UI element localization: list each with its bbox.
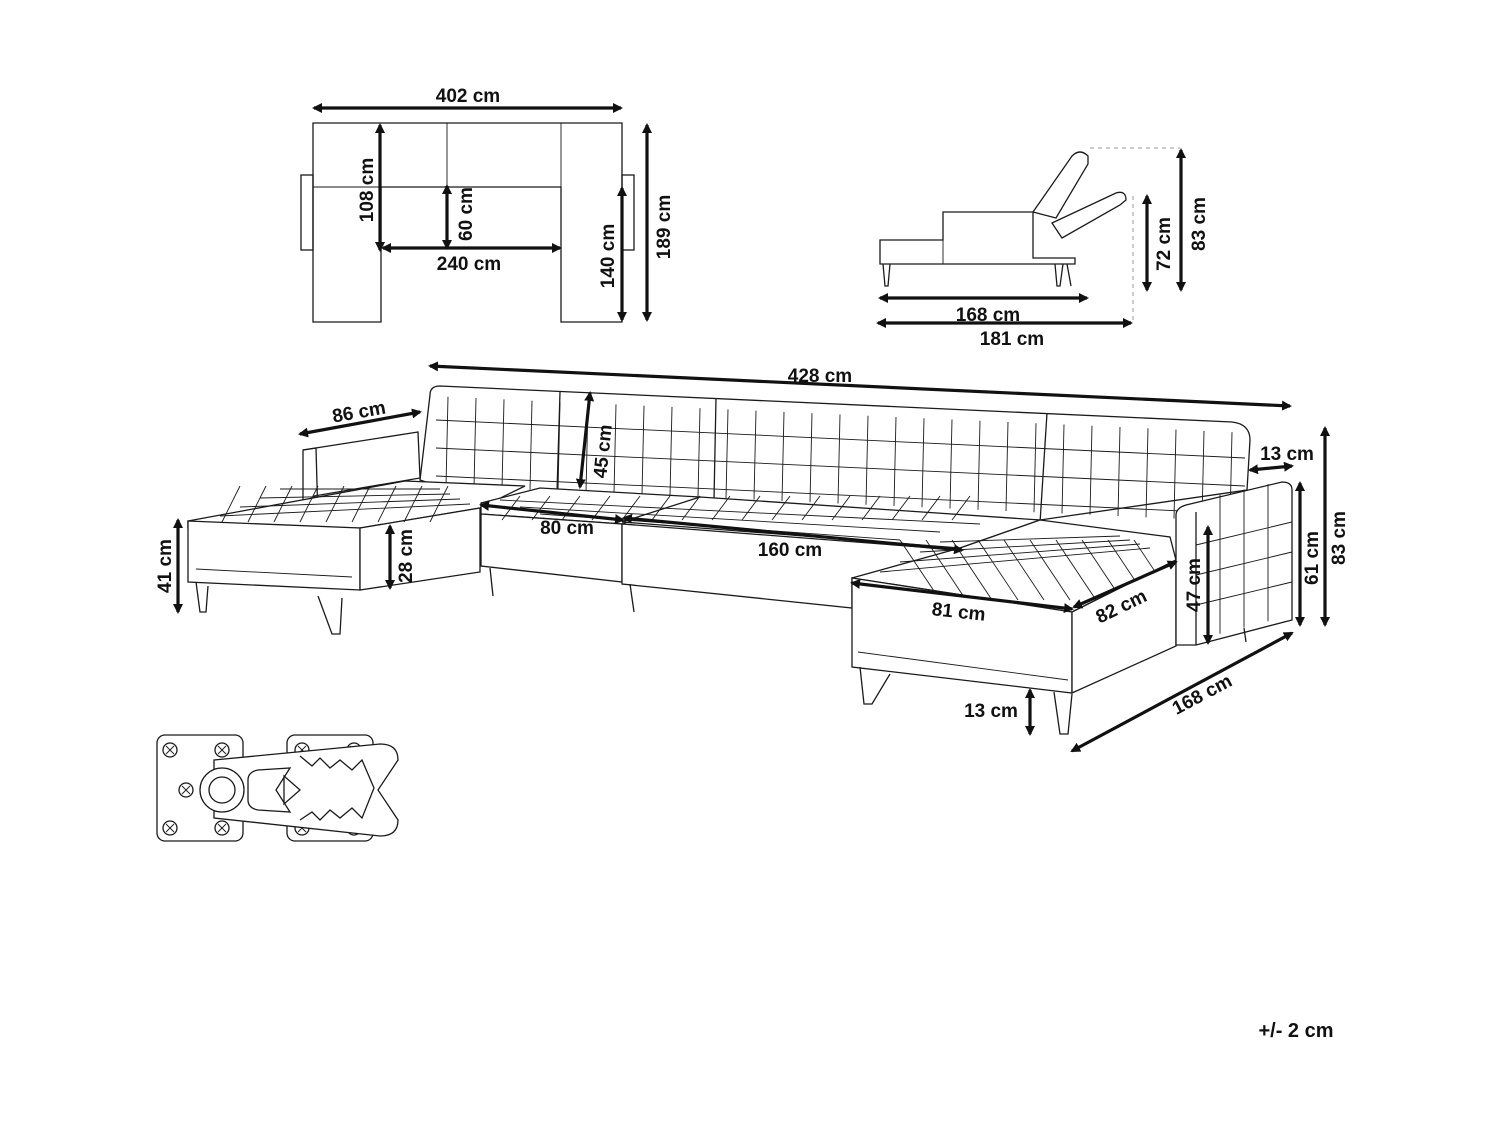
tuft-line <box>221 485 241 523</box>
dim-armrest-depth <box>298 408 422 438</box>
tuft-line <box>435 447 1246 487</box>
label-width-top: 402 cm <box>436 86 500 107</box>
tuft-line <box>865 415 869 505</box>
side-backrest <box>1031 151 1089 219</box>
side-backrest-reclined <box>1051 191 1127 239</box>
tuft-line <box>299 485 319 523</box>
left-chaise-tufting <box>219 485 471 523</box>
tuft-line <box>697 408 701 498</box>
tuft-line <box>377 485 397 523</box>
label-seat-thickness: 28 cm <box>396 529 417 583</box>
label-armrest-width: 13 cm <box>1260 444 1314 465</box>
dim-chaise-length <box>1070 631 1294 753</box>
label-back-depth-top: 60 cm <box>456 187 477 241</box>
screw-slot <box>165 745 175 755</box>
tuft-line <box>473 398 477 488</box>
label-chaise-length: 168 cm <box>1169 671 1236 720</box>
tuft-line <box>1173 429 1177 519</box>
label-height-side: 83 cm <box>1189 197 1210 251</box>
tuft-line <box>435 475 1246 515</box>
dim-back-height <box>575 391 595 489</box>
tuft-line <box>501 399 505 489</box>
label-seat-width: 80 cm <box>540 518 594 539</box>
tuft-line <box>1033 423 1037 513</box>
tuft-line <box>837 414 841 504</box>
tuft-line <box>1061 424 1065 514</box>
tuft-line <box>435 419 1246 459</box>
tuft-line <box>403 485 423 523</box>
tuft-line <box>259 493 451 499</box>
screw-slot <box>217 745 227 755</box>
hinge-detail <box>156 734 399 842</box>
side-view: 83 cm 72 cm 168 cm 181 cm <box>876 147 1210 350</box>
label-inner-width-top: 240 cm <box>437 254 501 275</box>
label-reclined-height-side: 72 cm <box>1154 217 1175 271</box>
tuft-line <box>325 485 345 523</box>
left-chaise-front <box>187 520 361 591</box>
tuft-line <box>613 404 617 494</box>
dim-armrest-width <box>1248 461 1294 475</box>
tuft-line <box>939 535 1121 543</box>
side-seat-outline <box>879 211 1076 265</box>
tuft-line <box>445 396 449 486</box>
tuft-line <box>879 547 1151 573</box>
tuft-line <box>529 400 533 490</box>
tuft-line <box>641 405 645 495</box>
label-depth-top: 189 cm <box>654 195 675 259</box>
label-seat-depth-top: 108 cm <box>357 158 378 222</box>
tuft-line <box>273 485 293 523</box>
tuft-line <box>781 411 785 501</box>
tuft-line <box>725 409 729 499</box>
label-armrest-depth: 86 cm <box>331 398 388 428</box>
tuft-line <box>247 485 267 523</box>
label-armrest-height: 61 cm <box>1302 531 1323 585</box>
tuft-line <box>239 498 461 508</box>
label-reclined-length-side: 181 cm <box>980 329 1044 350</box>
label-total-width: 428 cm <box>788 366 852 387</box>
tuft-line <box>429 485 449 523</box>
dim-chaise-depth <box>1072 560 1178 609</box>
tolerance-label: +/- 2 cm <box>1258 1020 1333 1042</box>
tuft-line <box>1005 421 1009 512</box>
tuft-line <box>351 485 371 523</box>
dim-chaise-width <box>850 578 1074 614</box>
dim-middle-seat <box>622 513 964 555</box>
left-armrest-top <box>300 174 314 251</box>
right-armrest-top <box>621 174 635 251</box>
dim-total-width <box>428 361 1292 411</box>
hinge-arm <box>213 743 399 837</box>
tuft-line <box>899 543 1141 563</box>
tuft-line <box>977 420 981 510</box>
main-view: 428 cm 86 cm 45 cm 13 cm 83 cm 61 cm 47 … <box>155 361 1350 753</box>
tuft-line <box>669 406 673 496</box>
screw-slot <box>181 785 191 795</box>
dim-seat-width <box>479 500 625 525</box>
tuft-line <box>1117 427 1121 517</box>
label-leg-height: 13 cm <box>964 701 1018 722</box>
tuft-line <box>893 416 897 506</box>
tuft-line <box>809 413 813 503</box>
tuft-line <box>1089 425 1093 515</box>
label-chaise-top: 140 cm <box>598 224 619 288</box>
label-seat-height: 41 cm <box>155 539 176 593</box>
tuft-line <box>219 503 471 517</box>
screw-slot <box>217 823 227 833</box>
label-inner-armrest: 47 cm <box>1184 558 1205 612</box>
label-total-height: 83 cm <box>1329 511 1350 565</box>
tuft-line <box>921 418 925 508</box>
screw-slot <box>165 823 175 833</box>
top-view: 402 cm 189 cm 108 cm 60 cm 240 cm 140 cm <box>300 86 675 323</box>
tuft-line <box>1145 428 1149 518</box>
tuft-line <box>949 419 953 509</box>
label-middle-seat: 160 cm <box>758 540 822 561</box>
hinge-slot <box>247 767 292 813</box>
hinge-teeth <box>299 755 375 821</box>
tuft-line <box>753 410 757 500</box>
